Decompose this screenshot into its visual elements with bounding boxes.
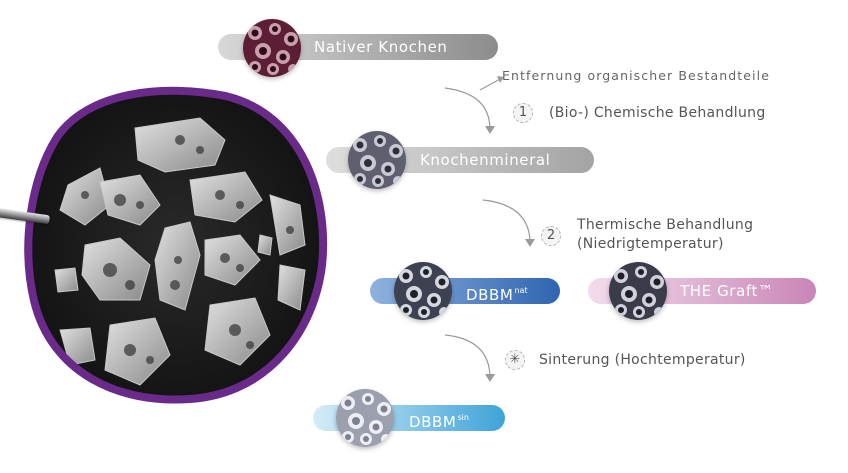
node-the-graft-label: THE Graft™ [680, 282, 774, 300]
orb-dbbm-nat [394, 262, 452, 320]
removal-note: Entfernung organischer Bestandteile [502, 68, 770, 83]
magnifier-lens [0, 0, 330, 473]
orb-the-graft [609, 262, 667, 320]
dbbm-nat-superscript: nat [514, 286, 528, 295]
orb-native-bone [243, 19, 301, 77]
node-dbbm-sin-label: DBBMsin [409, 413, 469, 431]
arrow-1 [444, 76, 504, 134]
dbbm-sin-superscript: sin [457, 413, 469, 422]
step-3-badge: ✳ [505, 350, 525, 370]
bone-particles [54, 117, 306, 386]
step-3-label: Sinterung (Hochtemperatur) [539, 352, 746, 368]
arrow-2 [482, 199, 535, 247]
orb-bone-mineral [348, 131, 406, 189]
step-2-label-line1: Thermische Behandlung [577, 217, 754, 233]
orb-dbbm-sin [336, 389, 394, 447]
arrow-3 [444, 334, 495, 382]
step-1-badge: 1 [513, 103, 533, 123]
node-native-bone-label: Nativer Knochen [314, 38, 448, 56]
step-2-badge: 2 [541, 226, 561, 246]
step-2-label-line2: (Niedrigtemperatur) [577, 236, 724, 252]
sem-image [24, 86, 328, 404]
node-dbbm-nat-label: DBBMnat [466, 286, 528, 304]
step-1-label: (Bio-) Chemische Behandlung [549, 105, 766, 121]
node-bone-mineral-label: Knochenmineral [420, 151, 551, 169]
